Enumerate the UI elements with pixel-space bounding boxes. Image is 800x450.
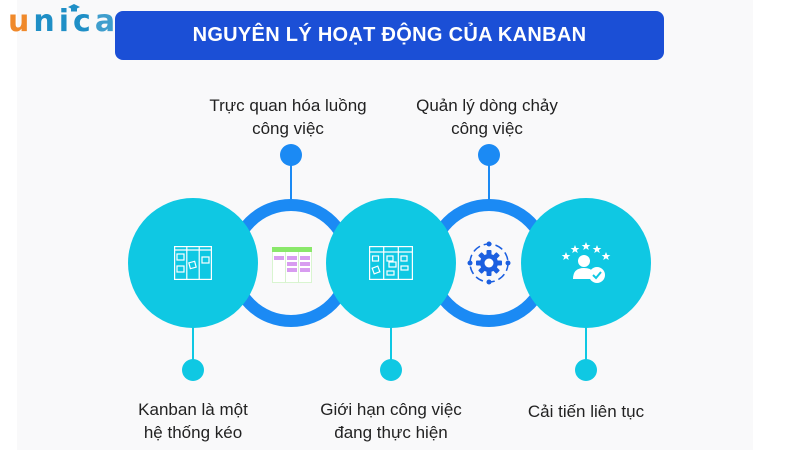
label-line: Quản lý dòng chảy xyxy=(416,96,558,115)
unica-logo: unica xyxy=(8,2,119,42)
colored-kanban-board-icon xyxy=(272,247,312,283)
connector-dot xyxy=(575,359,597,381)
connector-stem xyxy=(390,320,392,365)
logo-letter: c xyxy=(73,4,95,39)
logo-letter: a xyxy=(94,4,120,39)
connector-dot xyxy=(380,359,402,381)
label-line: công việc xyxy=(451,119,523,138)
label-line: Cải tiến liên tục xyxy=(527,402,645,421)
label-visualize-workflow: Trực quan hóa luồng công việc xyxy=(188,94,388,140)
principle-circle-pull-system xyxy=(128,198,258,328)
gear-cycle-icon xyxy=(467,241,511,285)
connector-stem xyxy=(585,320,587,365)
label-pull-system: Kanban là một hệ thống kéo xyxy=(93,398,293,444)
page-title: NGUYÊN LÝ HOẠT ĐỘNG CỦA KANBAN xyxy=(192,24,587,46)
logo-letter: i xyxy=(58,4,74,39)
label-line: hệ thống kéo xyxy=(143,423,243,442)
label-line: đang thực hiện xyxy=(334,423,448,442)
label-line: Kanban là một xyxy=(138,400,248,419)
user-rating-check-icon xyxy=(561,242,611,283)
label-line: công việc xyxy=(252,119,324,138)
label-continuous-improvement: Cải tiến liên tục xyxy=(486,400,686,423)
graduation-cap-icon xyxy=(68,4,80,12)
kanban-board-icon xyxy=(174,246,212,280)
logo-letter: u xyxy=(8,4,34,39)
label-line: Trực quan hóa luồng xyxy=(209,96,367,115)
principle-circle-continuous-improvement xyxy=(521,198,651,328)
principle-circle-limit-wip xyxy=(326,198,456,328)
connector-stem xyxy=(290,160,292,202)
label-limit-wip: Giới hạn công việc đang thực hiện xyxy=(291,398,491,444)
connector-stem xyxy=(192,320,194,365)
connector-dot xyxy=(478,144,500,166)
logo-letter: n xyxy=(33,4,59,39)
title-banner: NGUYÊN LÝ HOẠT ĐỘNG CỦA KANBAN xyxy=(115,11,664,60)
connector-dot xyxy=(182,359,204,381)
label-line: Giới hạn công việc xyxy=(320,400,462,419)
connector-stem xyxy=(488,160,490,202)
connector-dot xyxy=(280,144,302,166)
kanban-wip-board-icon xyxy=(369,246,413,280)
label-manage-flow: Quản lý dòng chảy công việc xyxy=(387,94,587,140)
